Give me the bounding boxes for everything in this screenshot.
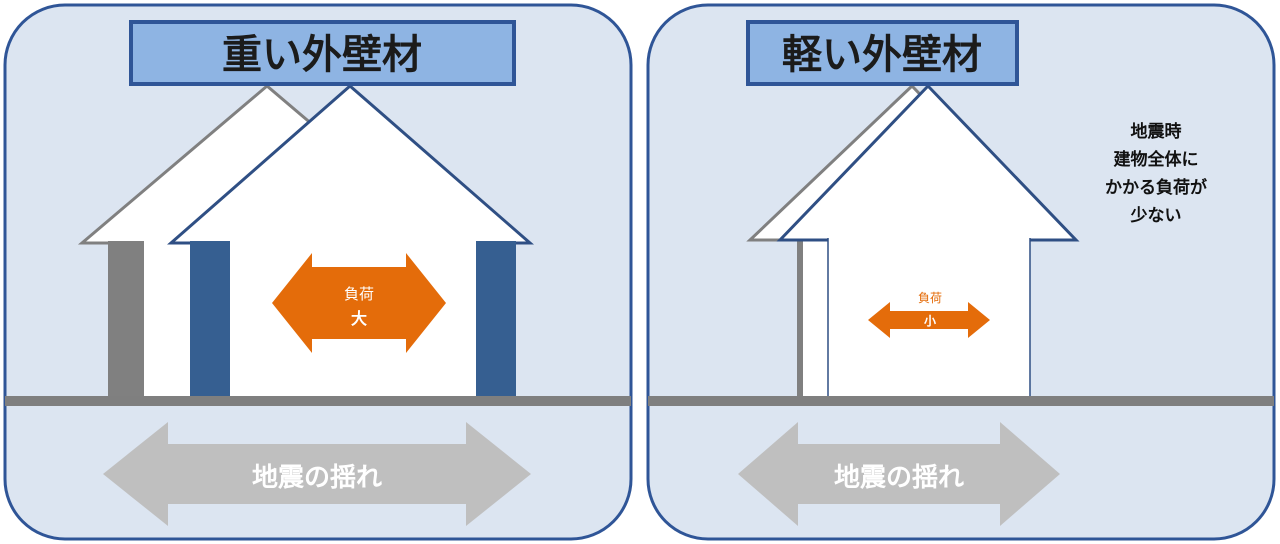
load-arrow-small: 負荷 小 [868,291,990,338]
shadow-house-left-wall [108,241,144,399]
ground-line [648,396,1274,406]
load-arrow-shape [272,253,446,353]
main-house-left-wall [190,241,230,399]
note-line-1: 地震時 [1131,121,1182,142]
title-text: 軽い外壁材 [782,32,982,78]
title-box [129,20,516,86]
ground-line [5,396,631,406]
load-size: 大 [351,309,367,328]
title-text: 重い外壁材 [222,32,422,78]
title-box [746,20,1019,86]
shadow-house-left-wall [797,238,803,399]
load-note: 地震時 建物全体に かかる負荷が 少ない [1105,121,1207,226]
heavy-wall-panel: 重い外壁材 負荷 大 地震の揺れ [3,3,633,541]
quake-arrow: 地震の揺れ [738,422,1060,526]
load-label: 負荷 [344,285,374,303]
load-arrow-shape [868,302,990,338]
light-wall-panel: 軽い外壁材 負荷 小 地震時 建物全体に かかる負荷が 少ない 地震の揺れ [646,3,1276,541]
main-house-right-wall [476,241,516,399]
quake-label: 地震の揺れ [252,463,382,493]
main-house [167,84,535,399]
load-size: 小 [924,313,936,328]
quake-arrow-shape [103,422,531,526]
note-line-2: 建物全体に [1114,149,1199,170]
quake-label: 地震の揺れ [834,463,964,493]
panel-title: 軽い外壁材 [746,20,1019,86]
panel-title: 重い外壁材 [129,20,516,86]
quake-arrow: 地震の揺れ [103,422,531,526]
load-arrow-large: 負荷 大 [272,253,446,353]
load-label: 負荷 [918,291,942,305]
quake-arrow-shape [738,422,1060,526]
note-line-4: 少ない [1130,206,1182,226]
note-line-3: かかる負荷が [1105,177,1207,198]
